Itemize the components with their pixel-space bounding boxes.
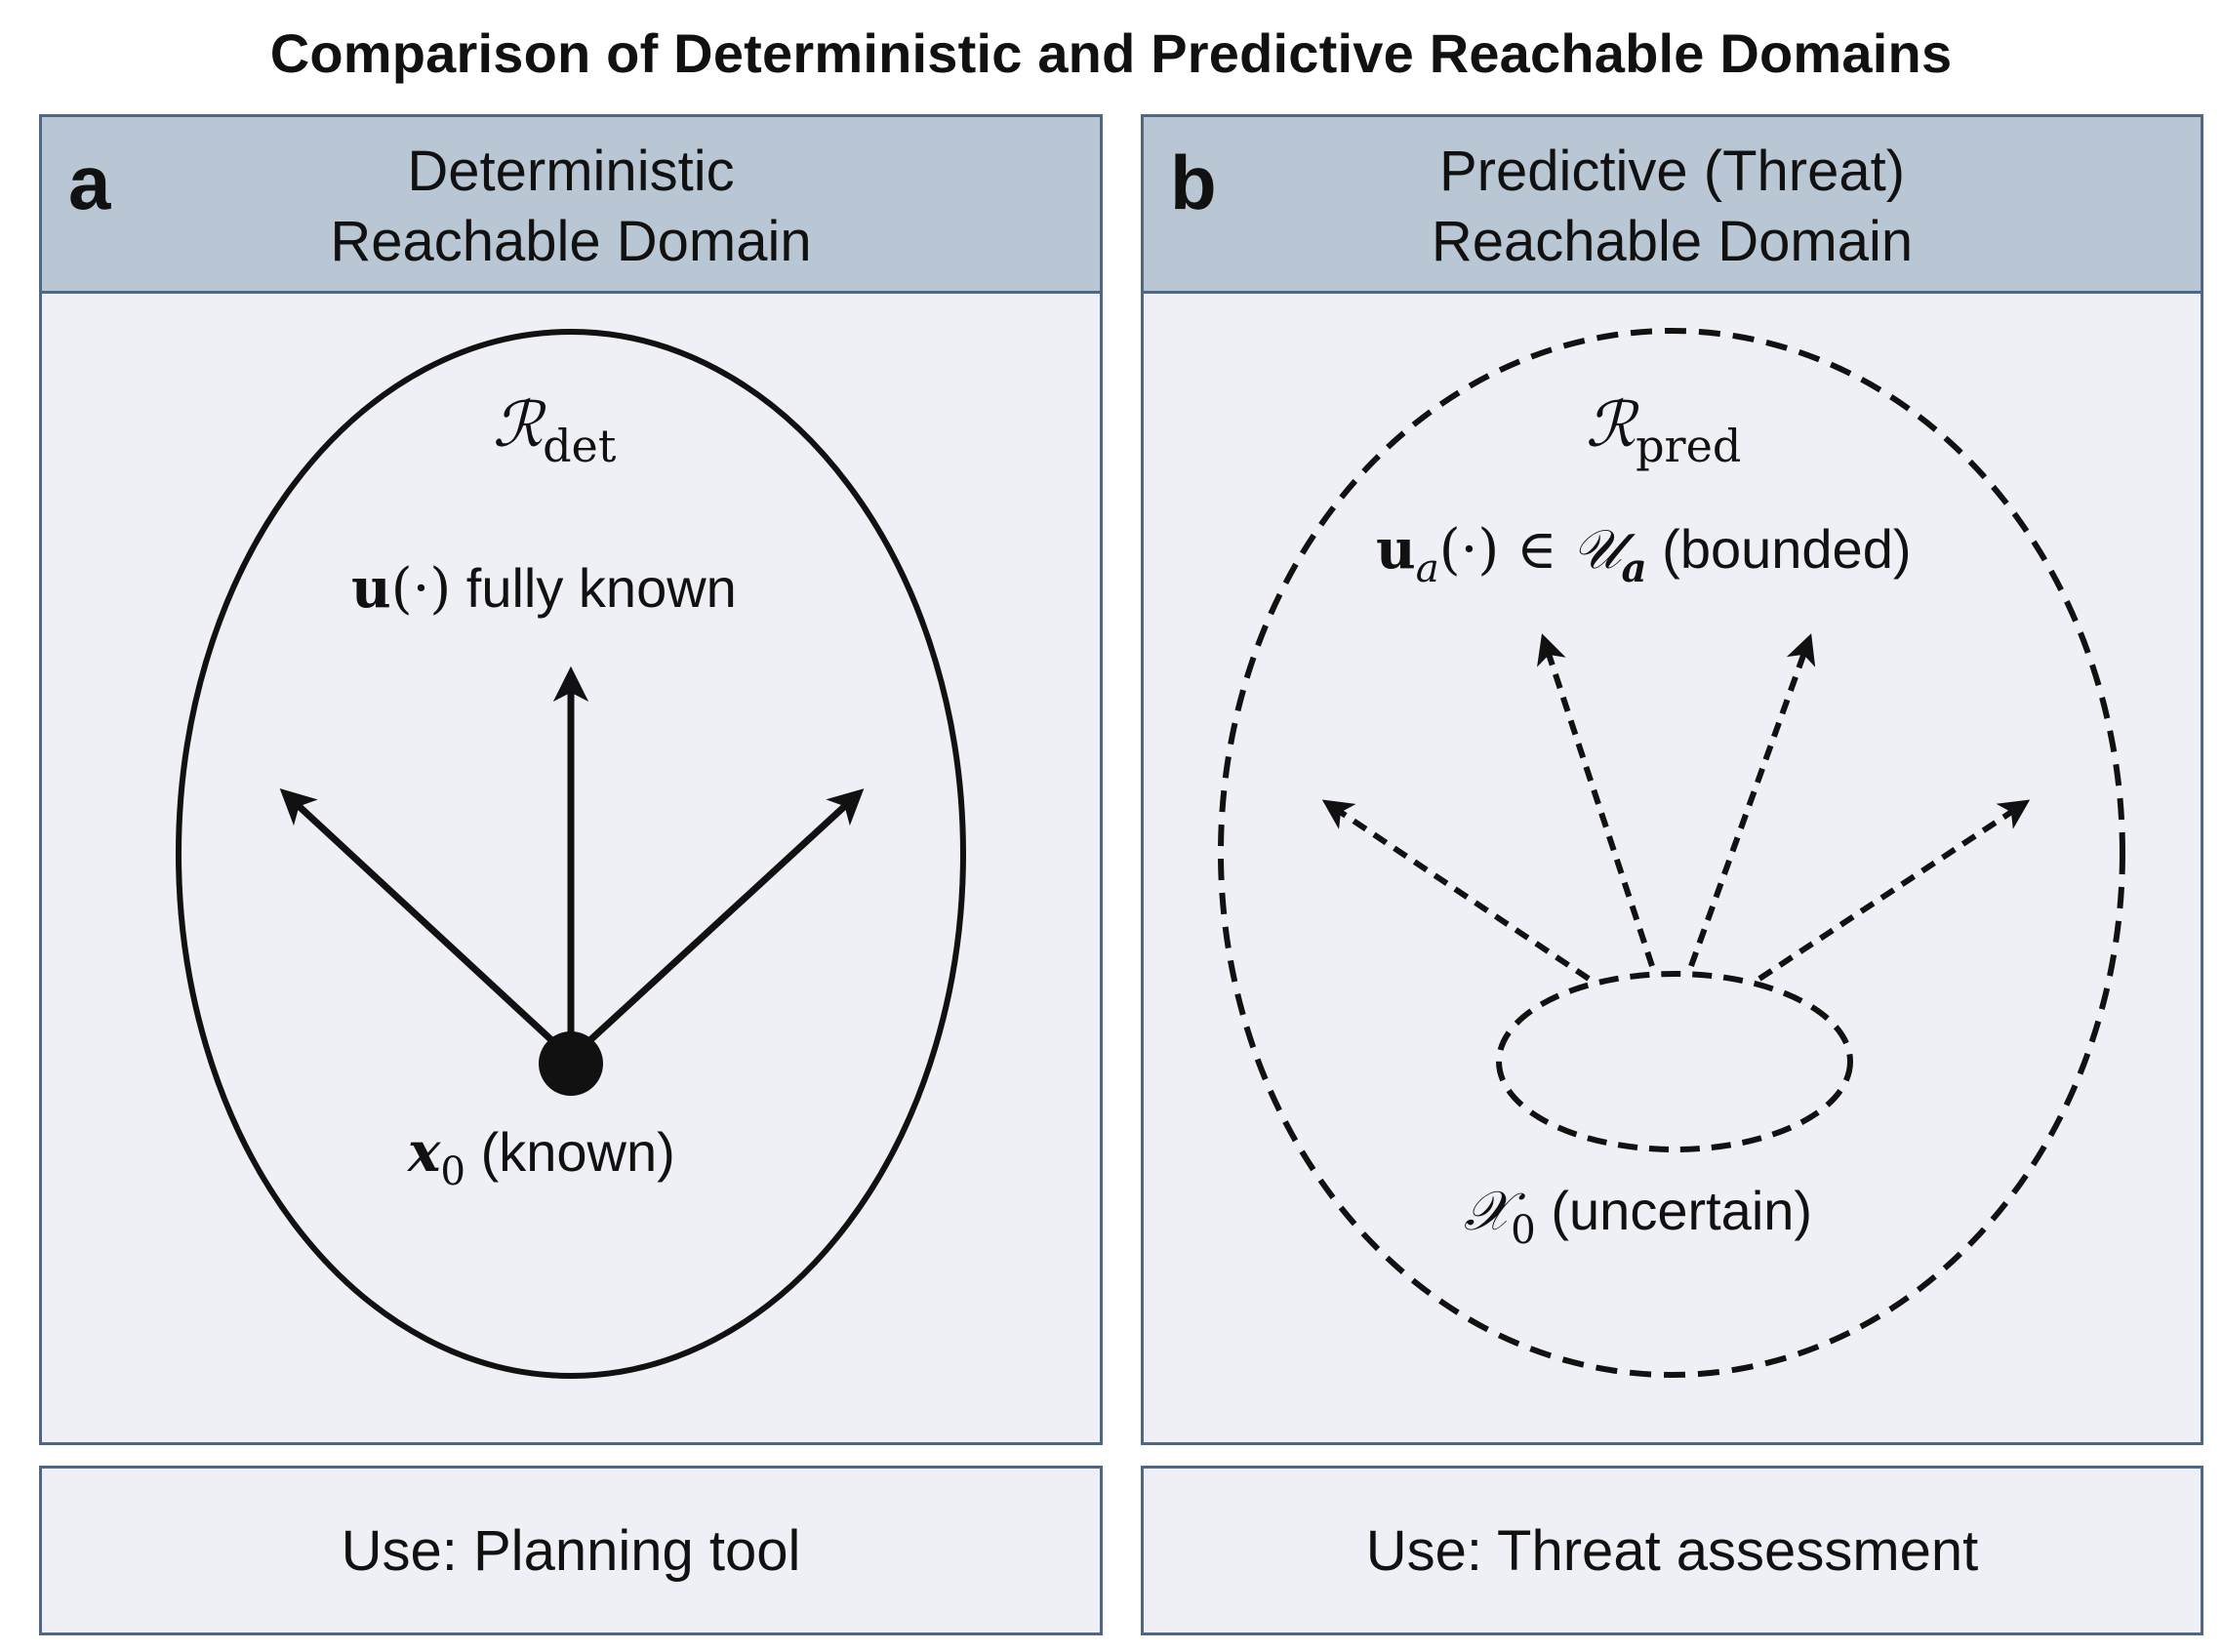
control-args-det: (·): [390, 557, 452, 621]
panel-a-use-text: Use: Planning tool: [341, 1518, 801, 1583]
domain-symbol-pred: ℛ: [1586, 389, 1636, 462]
initial-state-point: [539, 1031, 603, 1096]
initial-state-label-det: x0 (known): [408, 1120, 675, 1194]
control-arrow-left: [279, 788, 564, 1052]
panel-b-predictive: b Predictive (Threat) Reachable Domain: [1141, 114, 2203, 1445]
control-args-pred: (·) ∈: [1438, 518, 1557, 582]
control-symbol-pred: u: [1376, 517, 1416, 582]
state-text-pred: (uncertain): [1551, 1180, 1813, 1241]
state-symbol-det: x: [408, 1120, 441, 1185]
initial-set-label-pred: 𝒳0 (uncertain): [1464, 1179, 1812, 1253]
state-subscript-det: 0: [440, 1148, 466, 1195]
state-subscript-pred: 0: [1511, 1207, 1536, 1254]
domain-subscript-det: det: [543, 420, 617, 473]
control-subscript-pred: a: [1415, 545, 1439, 592]
domain-subscript-pred: pred: [1636, 420, 1742, 473]
domain-symbol-det: ℛ: [493, 389, 544, 462]
panel-b-title: Predictive (Threat) Reachable Domain: [1222, 137, 2122, 277]
state-symbol-pred: 𝒳: [1464, 1180, 1512, 1243]
panel-a-title-line2: Reachable Domain: [330, 210, 812, 273]
panel-b-use-text: Use: Threat assessment: [1365, 1518, 1979, 1583]
predictive-domain-boundary: [1218, 328, 2125, 1378]
deterministic-domain-label: ℛdet: [493, 388, 616, 472]
uncertain-initial-set: [1496, 971, 1853, 1152]
panel-b-header: b Predictive (Threat) Reachable Domain: [1144, 117, 2201, 294]
panel-a-use-box: Use: Planning tool: [39, 1466, 1103, 1635]
panel-b-title-line1: Predictive (Threat): [1438, 140, 1906, 203]
control-text-pred: (bounded): [1662, 518, 1912, 580]
predictive-domain-label: ℛpred: [1586, 388, 1741, 472]
control-arrow-right: [578, 788, 865, 1052]
control-label-det: u(·) fully known: [351, 556, 737, 621]
control-label-pred: ua(·) ∈ 𝒰a (bounded): [1376, 517, 1911, 591]
panel-a-title-line1: Deterministic: [407, 140, 735, 203]
threat-arrow-right: [1688, 633, 1816, 968]
state-text-det: (known): [480, 1121, 675, 1183]
panel-a-letter: a: [68, 140, 111, 225]
panel-a-title: Deterministic Reachable Domain: [120, 137, 1022, 277]
threat-arrow-far-left: [1321, 799, 1591, 982]
panel-b-title-line2: Reachable Domain: [1431, 210, 1914, 273]
control-symbol-det: u: [351, 556, 391, 621]
admissible-set-symbol: 𝒰: [1572, 518, 1622, 582]
admissible-set-subscript: a: [1621, 544, 1647, 592]
threat-arrow-far-right: [1757, 799, 2031, 982]
threat-arrow-left: [1537, 633, 1655, 967]
control-text-det: fully known: [465, 557, 737, 619]
panel-a-header: a Deterministic Reachable Domain: [42, 117, 1100, 294]
figure-title: Comparison of Deterministic and Predicti…: [269, 22, 1953, 84]
deterministic-domain-boundary: [176, 329, 966, 1379]
panel-b-use-box: Use: Threat assessment: [1141, 1466, 2203, 1635]
panel-b-letter: b: [1170, 140, 1217, 225]
